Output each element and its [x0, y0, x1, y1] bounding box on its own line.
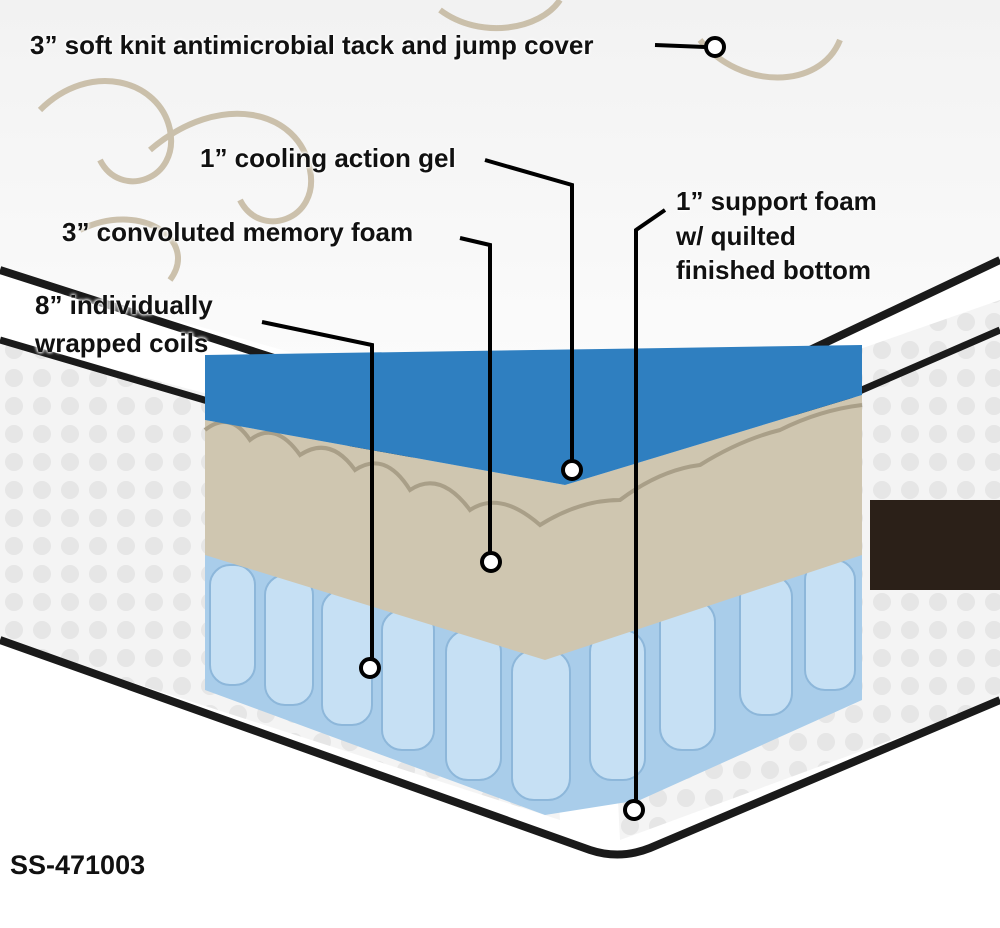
- label-memory-foam: 3” convoluted memory foam: [62, 217, 414, 247]
- memory-foam-dot: [480, 551, 502, 573]
- mattress-top: [0, 0, 1000, 440]
- cover-dot: [704, 36, 726, 58]
- label-coils-line1: 8” individually: [35, 290, 213, 320]
- callout-dots: [359, 36, 726, 821]
- label-gel: 1” cooling action gel: [200, 143, 456, 173]
- bottom-piping: [0, 636, 1000, 859]
- leader-lines: [261, 43, 706, 808]
- label-support-line2: w/ quilted: [676, 221, 796, 251]
- label-support-line3: finished bottom: [676, 255, 871, 285]
- support-foam-dot: [623, 799, 645, 821]
- label-support-line1: 1” support foam: [676, 186, 877, 216]
- label-cover: 3” soft knit antimicrobial tack and jump…: [30, 30, 594, 60]
- model-code: SS-471003: [10, 850, 146, 880]
- gel-layer: [205, 345, 862, 485]
- zipper-band: [870, 500, 1000, 590]
- embroidery-pattern: [37, 0, 843, 282]
- coils-dot: [359, 657, 381, 679]
- gel-dot: [561, 459, 583, 481]
- memory-foam-convolutions: [203, 403, 863, 528]
- memory-foam-layer: [205, 395, 862, 660]
- label-coils-line2: wrapped coils: [35, 328, 209, 358]
